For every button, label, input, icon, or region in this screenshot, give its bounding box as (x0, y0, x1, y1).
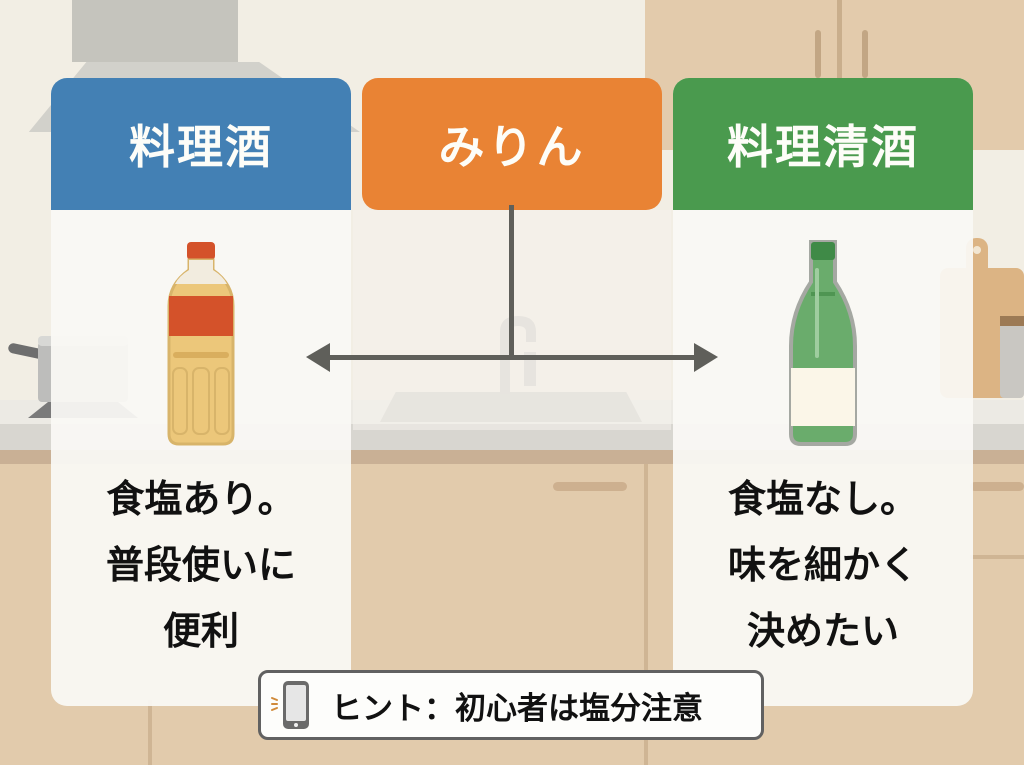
card-title-mirin: みりん (362, 78, 662, 210)
glass-bottle-icon (789, 240, 857, 446)
card-cooking-sake: 料理酒 食塩あり。 普段使いに 便利 (51, 78, 351, 706)
drawer-line (970, 555, 1024, 559)
card-title-cooking-seishu: 料理清酒 (673, 78, 973, 210)
cabinet-handle (862, 30, 868, 78)
cabinet-handle (815, 30, 821, 78)
hint-message: 初心者は塩分注意 (455, 690, 703, 727)
cabinet-handle (970, 482, 1024, 491)
double-arrow-icon (306, 205, 718, 372)
hint-box: ヒント：初心者は塩分注意 (258, 670, 764, 740)
hint-separator: ： (424, 690, 455, 727)
card-description-cooking-seishu: 食塩なし。 味を細かく 決めたい (727, 477, 918, 653)
upper-cabinet-split (837, 0, 842, 150)
card-description-cooking-sake: 食塩あり。 普段使いに 便利 (105, 477, 296, 653)
plastic-bottle-icon (167, 242, 235, 446)
lower-cabinet-split (644, 464, 648, 765)
card-cooking-seishu: 料理清酒 食塩なし。 味を細かく 決めたい (673, 78, 973, 706)
hint-label: ヒント (331, 690, 424, 727)
card-title-cooking-sake: 料理酒 (51, 78, 351, 210)
hint-text: ヒント：初心者は塩分注意 (331, 683, 703, 728)
cabinet-handle (553, 482, 627, 491)
range-hood (72, 0, 238, 62)
lower-cabinet-split (148, 700, 152, 765)
smartphone-icon (271, 681, 309, 729)
